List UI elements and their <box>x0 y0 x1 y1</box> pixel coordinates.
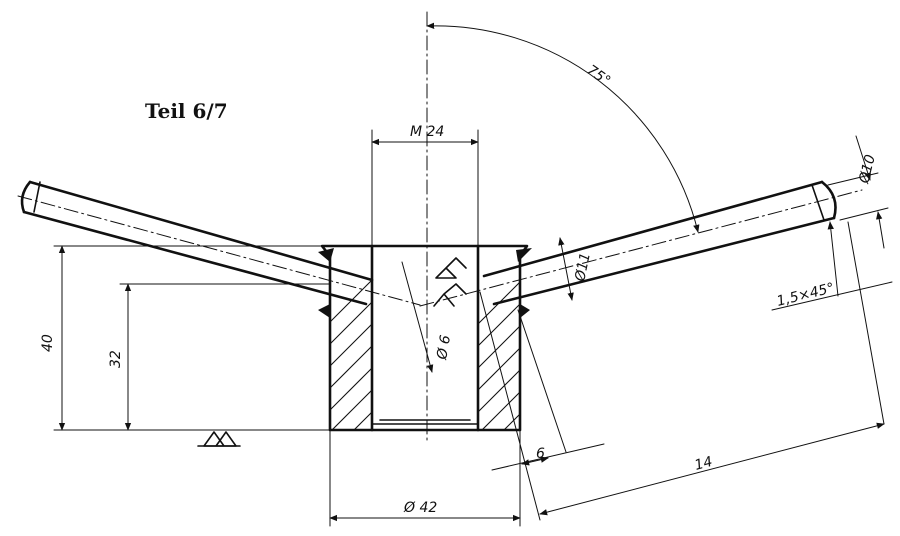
dim-length-label: 14 <box>693 454 714 474</box>
datum-symbol <box>197 431 241 447</box>
dim-height-inner: 32 <box>108 283 331 431</box>
dim-hole-diameter-label: Ø11 <box>572 251 594 284</box>
hub-body <box>318 244 532 432</box>
dim-angle-label: 75° <box>584 62 614 89</box>
dim-hole-small: Ø 6 <box>401 261 454 373</box>
hatch-left <box>330 248 372 430</box>
left-rod <box>17 180 421 306</box>
dim-hole-small-label: Ø 6 <box>434 334 454 362</box>
right-rod <box>419 180 863 307</box>
dim-height-inner-label: 32 <box>108 350 124 368</box>
dim-length: 14 <box>479 221 885 521</box>
dim-offset-label: 6 <box>536 446 545 462</box>
dim-rod-diameter-label: Ø10 <box>856 153 879 186</box>
surface-finish-symbol <box>433 257 467 307</box>
dim-rod-diameter: Ø10 <box>827 135 889 249</box>
dim-height-total-label: 40 <box>40 334 56 352</box>
dim-chamfer-label: 1,5×45° <box>775 280 836 310</box>
dim-height-total: 40 <box>40 245 331 431</box>
dim-hole-diameter: Ø11 <box>558 237 594 301</box>
drawing-title: Teil 6/7 <box>145 99 228 123</box>
dim-offset: 6 <box>491 443 605 471</box>
dim-thread-label: M 24 <box>410 124 444 140</box>
dim-outer-diameter: Ø 42 <box>329 429 521 527</box>
dim-outer-diameter-label: Ø 42 <box>403 500 437 516</box>
dim-chamfer: 1,5×45° <box>771 221 893 311</box>
dim-thread: M 24 <box>371 124 479 247</box>
dim-angle: 75° <box>426 22 700 233</box>
hatch-right <box>478 248 520 430</box>
